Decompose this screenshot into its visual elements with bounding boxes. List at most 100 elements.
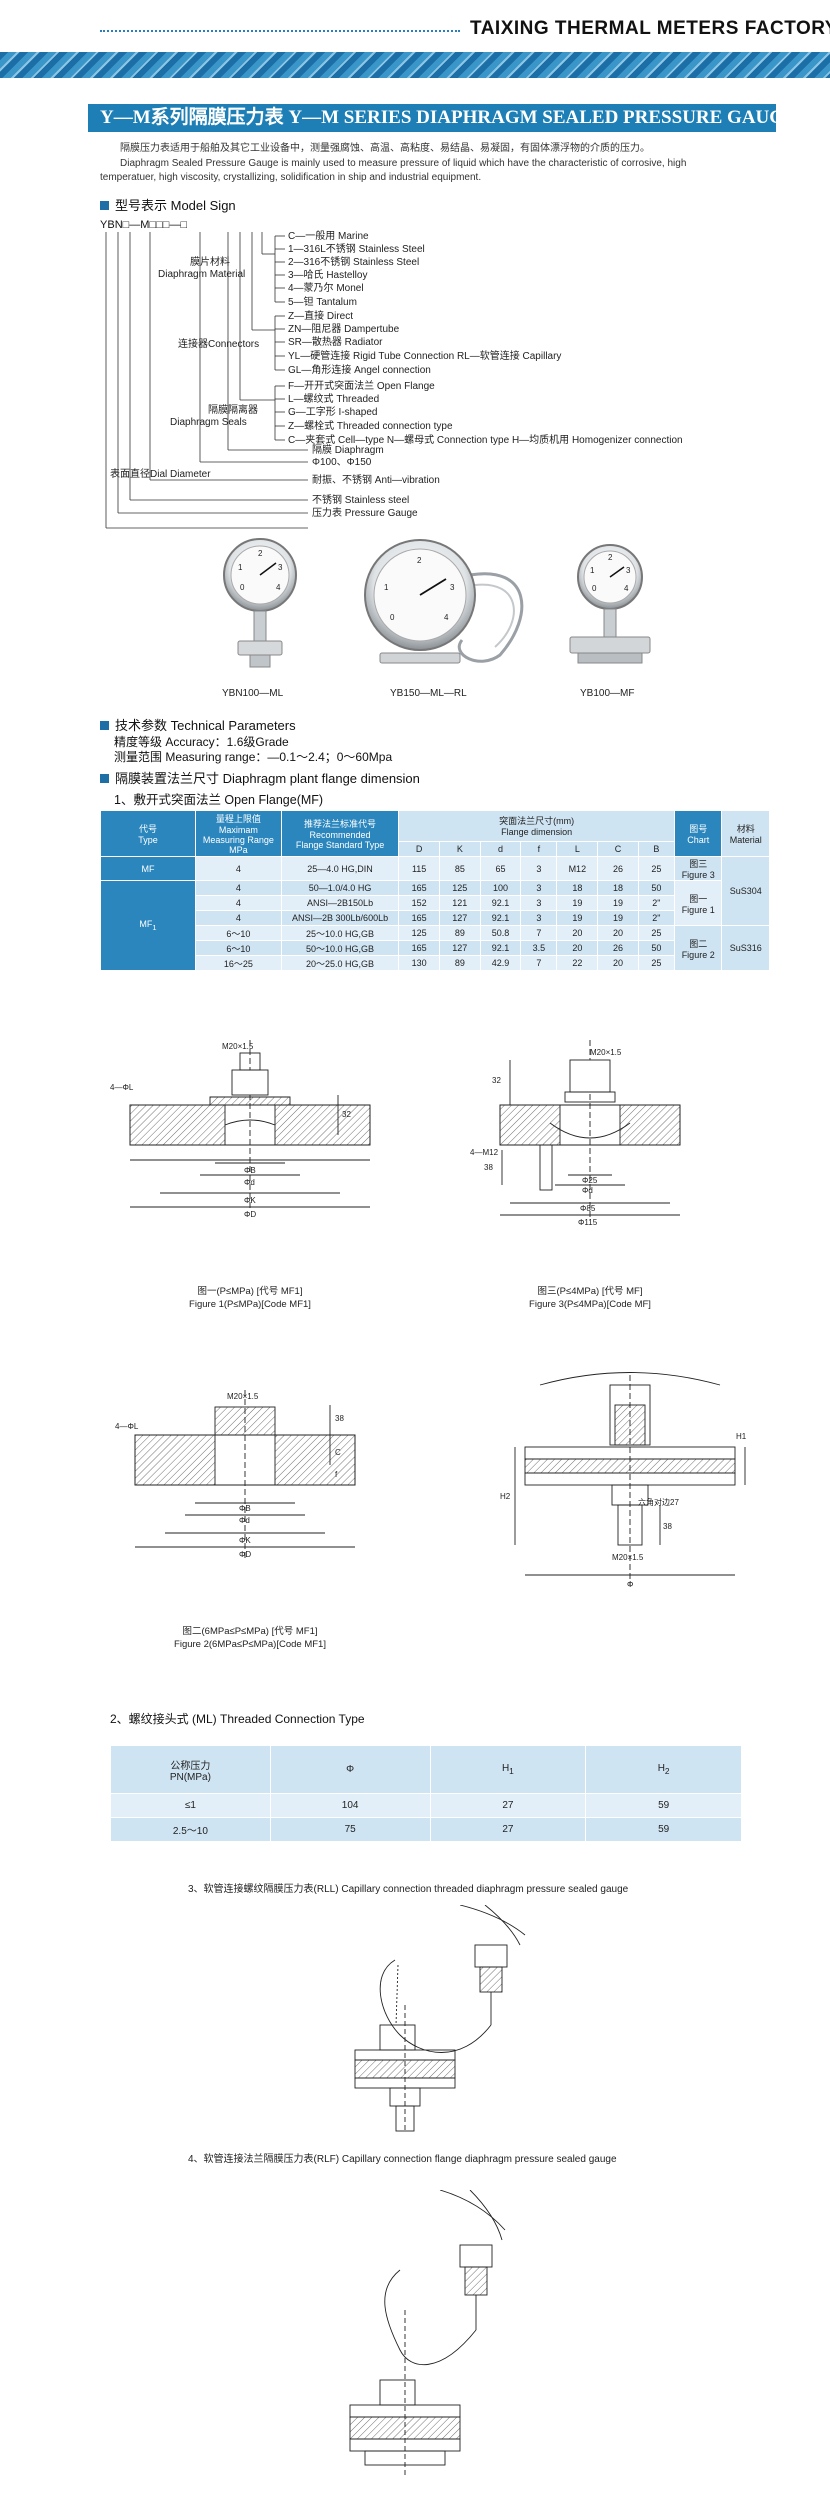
th-col: C xyxy=(597,840,639,858)
th-flange-dimension: 突面法兰尺寸(mm)Flange dimension xyxy=(398,810,675,842)
th-col: D xyxy=(398,840,440,858)
seal-item: C—夹套式 Cell—type N—螺母式 Connection type H—… xyxy=(288,433,683,446)
rest-item: Φ100、Φ150 xyxy=(312,457,372,468)
group-connector-label: 连接器Connectors xyxy=(178,337,259,350)
svg-text:0: 0 xyxy=(240,583,245,592)
gauge-yb150-ml-rl: 0 1 2 3 4 xyxy=(364,539,524,664)
rll-drawing xyxy=(354,1905,526,2132)
dial-diameter-label: 表面直径Dial Diameter xyxy=(110,467,211,480)
rlf-drawing xyxy=(349,2190,506,2475)
figure-3-drawing: M20×1.5 4—M12 Φ25 Φd Φ85 Φ115 32 38 xyxy=(470,1040,681,1227)
figure-3-caption: 图三(P≤4MPa) [代号 MF]Figure 3(P≤4MPa)[Code … xyxy=(529,1286,651,1310)
gauge-yb100-mf: 0 1 2 3 4 xyxy=(569,544,651,664)
svg-text:Φd: Φd xyxy=(239,1516,250,1525)
group-seal-en: Diaphragm Seals xyxy=(170,417,247,428)
connector-item: GL—角形连接 Angel connection xyxy=(288,363,431,376)
svg-text:Φ115: Φ115 xyxy=(578,1218,598,1227)
gauge-photos: 0 1 2 3 4 0 1 2 3 4 0 1 2 3 4 xyxy=(223,538,651,668)
svg-text:32: 32 xyxy=(492,1076,501,1085)
intro-chinese: 隔膜压力表适用于船舶及其它工业设备中，测量强腐蚀、高温、高粘度、易结晶、易凝固，… xyxy=(120,143,650,154)
svg-text:2: 2 xyxy=(258,549,263,558)
material-item: 2—316不锈钢 Stainless Steel xyxy=(288,255,419,268)
model-sign-diagram: YBN□—M□□□—□ 膜片材料 Diaphragm Material 连接器C… xyxy=(100,219,683,529)
model-sign-heading: 型号表示 Model Sign xyxy=(100,195,236,214)
model-sign-heading-text: 型号表示 Model Sign xyxy=(115,198,236,213)
rlf-caption: 4、软管连接法兰隔膜压力表(RLF) Capillary connection … xyxy=(188,2154,617,2165)
threaded-connection-drawing: H1 H2 六角对边27 38 M20×1.5 Φ xyxy=(500,1372,747,1589)
svg-text:1: 1 xyxy=(238,563,243,572)
svg-text:Φd: Φd xyxy=(582,1186,593,1195)
svg-text:ΦB: ΦB xyxy=(239,1504,251,1513)
svg-text:2: 2 xyxy=(417,556,422,565)
figure-1-caption: 图一(P≤MPa) [代号 MF1]Figure 1(P≤MPa)[Code M… xyxy=(189,1286,311,1310)
svg-text:38: 38 xyxy=(335,1414,344,1423)
svg-text:ΦK: ΦK xyxy=(239,1536,251,1545)
svg-text:4: 4 xyxy=(276,583,281,592)
ml-heading: 2、螺纹接头式 (ML) Threaded Connection Type xyxy=(110,1712,365,1726)
connector-item: Z—直接 Direct xyxy=(288,309,353,322)
th-col: L xyxy=(556,840,599,858)
seal-item: F—开开式突面法兰 Open Flange xyxy=(288,379,435,392)
svg-text:M20×1.5: M20×1.5 xyxy=(590,1048,622,1057)
material-item: 5—钽 Tantalum xyxy=(288,295,357,308)
svg-text:4: 4 xyxy=(444,613,449,622)
th-col: d xyxy=(479,840,522,858)
intro-english-line1: Diaphragm Sealed Pressure Gauge is mainl… xyxy=(120,158,687,169)
gauge-caption: YBN100—ML xyxy=(222,688,284,699)
svg-text:1: 1 xyxy=(590,566,595,575)
rest-item: 不锈钢 Stainless steel xyxy=(312,493,409,506)
connector-item: SR—散热器 Radiator xyxy=(288,335,383,348)
rest-item: 隔膜 Diaphragm xyxy=(312,444,384,456)
svg-text:f: f xyxy=(335,1470,338,1479)
svg-text:3: 3 xyxy=(626,566,631,575)
material-item: 4—蒙乃尔 Monel xyxy=(288,281,364,294)
svg-text:Φ25: Φ25 xyxy=(582,1176,598,1185)
th-col: B xyxy=(637,840,675,858)
gauge-caption: YB150—ML—RL xyxy=(390,688,467,699)
svg-text:C: C xyxy=(335,1448,341,1457)
table-row: 6～10 25～10.0 HG,GB 125 89 50.8 7 20 20 2… xyxy=(101,925,770,971)
svg-text:4—M12: 4—M12 xyxy=(470,1148,499,1157)
svg-text:2: 2 xyxy=(608,553,613,562)
figure-2-caption: 图二(6MPa≤P≤MPa) [代号 MF1]Figure 2(6MPa≤P≤M… xyxy=(174,1626,326,1650)
page-title: Y—M系列隔膜压力表 Y—M SERIES DIAPHRAGM SEALED P… xyxy=(88,104,797,132)
table-row: 4 ANSI—2B 300Lb/600Lb 165 127 92.1 3 19 … xyxy=(101,910,770,926)
table-row: 2.5～10 75 27 59 xyxy=(110,1817,742,1842)
gauge-caption: YB100—MF xyxy=(580,688,635,699)
bullet-square-icon xyxy=(100,201,109,210)
table-row: ≤1 104 27 59 xyxy=(110,1793,742,1818)
table-row: 4 ANSI—2B150Lb 152 121 92.1 3 19 19 2" xyxy=(101,895,770,911)
rest-item: 耐振、不锈钢 Anti—vibration xyxy=(312,473,440,486)
svg-text:32: 32 xyxy=(342,1110,351,1119)
group-seal-label: 隔膜隔离器 xyxy=(208,403,258,416)
seal-item: Z—螺栓式 Threaded connection type xyxy=(288,419,453,432)
th-h1: H1 xyxy=(429,1745,587,1794)
svg-text:Φ: Φ xyxy=(627,1580,633,1589)
svg-text:3: 3 xyxy=(278,563,283,572)
svg-text:ΦD: ΦD xyxy=(244,1210,256,1219)
svg-text:4—ΦL: 4—ΦL xyxy=(110,1083,134,1092)
seal-item: L—螺纹式 Threaded xyxy=(288,392,379,405)
tech-heading: 技术参数 Technical Parameters xyxy=(100,715,296,734)
svg-text:ΦK: ΦK xyxy=(244,1196,256,1205)
material-item: C—一般用 Marine xyxy=(288,229,369,242)
th-h2: H2 xyxy=(585,1745,742,1794)
company-name: TAIXING THERMAL METERS FACTORY xyxy=(470,18,830,39)
rll-caption: 3、软管连接螺纹隔膜压力表(RLL) Capillary connection … xyxy=(188,1884,629,1895)
table-row: 6～10 50～10.0 HG,GB 165 127 92.1 3.5 20 2… xyxy=(101,940,770,956)
header-stripe-band xyxy=(0,52,830,78)
svg-text:0: 0 xyxy=(592,584,597,593)
th-col: f xyxy=(520,840,558,858)
material-item: 1—316L不锈钢 Stainless Steel xyxy=(288,242,425,255)
svg-text:38: 38 xyxy=(663,1522,672,1531)
th-col: K xyxy=(438,840,481,858)
intro-english-line2: temperatuer, high viscosity, crystallizi… xyxy=(100,172,482,183)
